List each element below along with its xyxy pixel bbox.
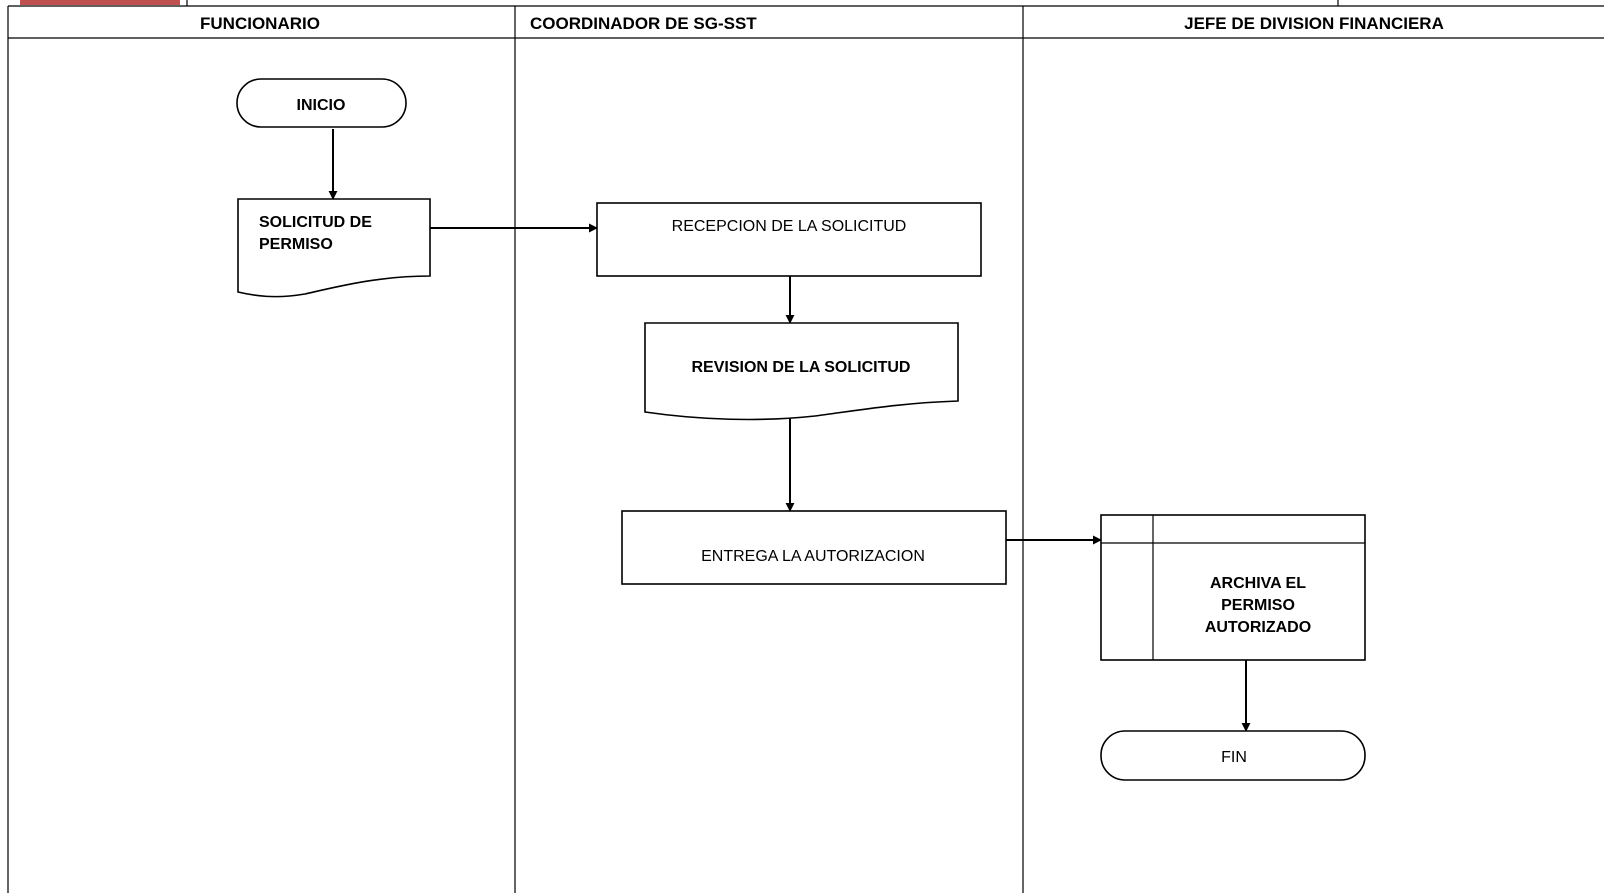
lane-header-funcionario: FUNCIONARIO [200,14,320,33]
node-solicitud-line-1: SOLICITUD DE [259,214,372,231]
node-entrega-label: ENTREGA LA AUTORIZACION [701,548,925,565]
node-revision: REVISION DE LA SOLICITUD [644,322,959,421]
terminator-shape [236,78,407,128]
node-inicio-label: INICIO [297,97,346,114]
node-archiva-line-2: PERMISO [1221,597,1295,614]
lane-header-jefe: JEFE DE DIVISION FINANCIERA [1184,14,1444,33]
logo-fragment [20,0,180,5]
lane-header-coordinador: COORDINADOR DE SG-SST [530,14,757,33]
node-archiva-line-3: AUTORIZADO [1205,619,1311,636]
node-solicitud-line-2: PERMISO [259,236,333,253]
process-shape [596,202,982,277]
document-shape [644,322,959,421]
swimlane-frame [7,5,1604,893]
node-revision-label: REVISION DE LA SOLICITUD [692,359,911,376]
node-archiva-line-1: ARCHIVA EL [1210,575,1306,592]
connectors [328,129,1251,732]
node-archiva: ARCHIVA EL PERMISO AUTORIZADO [1100,514,1366,661]
node-recepcion: RECEPCION DE LA SOLICITUD [596,202,982,277]
process-shape [621,510,1007,585]
document-shape [237,198,431,298]
node-inicio: INICIO [236,78,407,128]
internal-storage-shape [1100,514,1366,661]
node-fin: FIN [1100,730,1366,781]
node-fin-label: FIN [1221,749,1247,766]
terminator-shape [1100,730,1366,781]
node-entrega: ENTREGA LA AUTORIZACION [621,510,1007,585]
node-recepcion-label: RECEPCION DE LA SOLICITUD [672,218,907,235]
top-header-strip [20,0,1339,6]
node-solicitud: SOLICITUD DE PERMISO [237,198,431,298]
